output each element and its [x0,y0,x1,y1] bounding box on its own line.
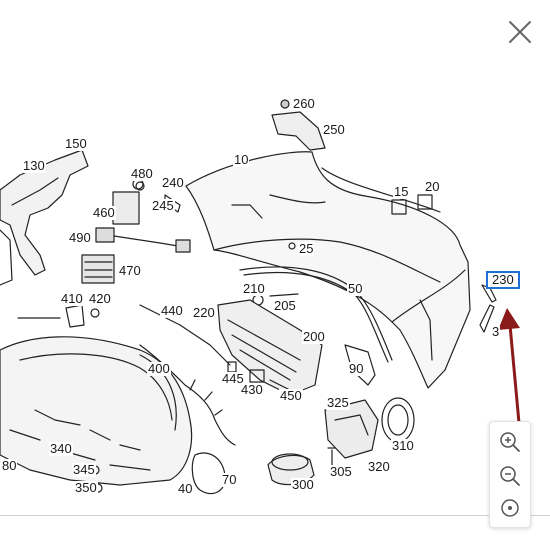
callout-80[interactable]: 80 [1,458,18,473]
callout-90[interactable]: 90 [348,361,365,376]
callout-440[interactable]: 440 [160,303,184,318]
callout-210[interactable]: 210 [242,281,266,296]
viewer-bottom-divider [0,515,550,516]
callout-350[interactable]: 350 [74,480,98,495]
callout-480[interactable]: 480 [130,166,154,181]
callout-220[interactable]: 220 [192,305,216,320]
callout-40[interactable]: 40 [177,481,194,496]
callout-20[interactable]: 20 [424,179,441,194]
callout-3[interactable]: 3 [491,324,501,339]
callout-450[interactable]: 450 [279,388,303,403]
zoom-out-button[interactable] [496,462,524,490]
parts-diagram[interactable]: 260 250 150 130 10 480 240 245 460 15 20… [0,0,550,515]
callout-445[interactable]: 445 [221,371,245,386]
close-button[interactable] [506,18,534,46]
callout-25[interactable]: 25 [298,241,315,256]
callout-400[interactable]: 400 [147,361,171,376]
callout-15[interactable]: 15 [393,184,410,199]
callout-10[interactable]: 10 [233,152,250,167]
callout-320[interactable]: 320 [367,459,391,474]
bumper-exploded-drawing [0,99,529,511]
callout-305[interactable]: 305 [329,464,353,479]
zoom-controls [489,421,531,528]
zoom-out-icon [500,466,520,486]
callout-410[interactable]: 410 [60,291,84,306]
zoom-in-button[interactable] [496,428,524,456]
callout-50[interactable]: 50 [347,281,364,296]
callout-310[interactable]: 310 [391,438,415,453]
callout-200[interactable]: 200 [302,329,326,344]
callout-325[interactable]: 325 [326,395,350,410]
callout-430[interactable]: 430 [240,382,264,397]
callout-130[interactable]: 130 [22,158,46,173]
callout-150[interactable]: 150 [64,136,88,151]
callout-250[interactable]: 250 [322,122,346,137]
callout-240[interactable]: 240 [161,175,185,190]
recenter-button[interactable] [496,494,524,522]
callout-230[interactable]: 230 [486,271,520,289]
callout-470[interactable]: 470 [118,263,142,278]
recenter-icon [501,499,519,517]
zoom-in-icon [500,432,520,452]
callout-260[interactable]: 260 [292,96,316,111]
close-icon [509,21,531,43]
callout-345[interactable]: 345 [72,462,96,477]
callout-205[interactable]: 205 [273,298,297,313]
callout-300[interactable]: 300 [291,477,315,492]
callout-70[interactable]: 70 [221,472,238,487]
callout-420[interactable]: 420 [88,291,112,306]
callout-490[interactable]: 490 [68,230,92,245]
callout-340[interactable]: 340 [49,441,73,456]
callout-245[interactable]: 245 [151,198,175,213]
callout-460[interactable]: 460 [92,205,116,220]
